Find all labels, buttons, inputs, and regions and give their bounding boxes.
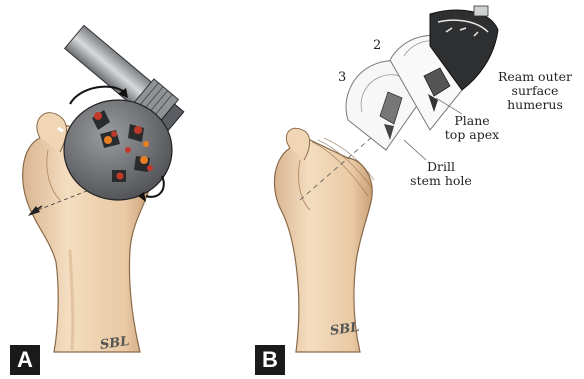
drill-caption-line1: Drill (406, 160, 476, 174)
reamer-head (64, 100, 172, 200)
plane-caption-line1: Plane (440, 114, 504, 128)
ream-caption: Ream outer surface humerus (486, 70, 584, 112)
ream-caption-line2: surface humerus (486, 84, 584, 112)
panel-label-b: B (255, 345, 285, 375)
drill-caption-line2: stem hole (406, 174, 476, 188)
step-number-3: 3 (338, 70, 346, 85)
plane-caption-line2: top apex (440, 128, 504, 142)
ream-caption-line1: Ream outer (486, 70, 584, 84)
drill-caption: Drill stem hole (406, 160, 476, 188)
panel-label-a: A (10, 345, 40, 375)
step-number-2: 2 (373, 38, 381, 53)
plane-caption: Plane top apex (440, 114, 504, 142)
panel-a-drawing (23, 22, 188, 352)
